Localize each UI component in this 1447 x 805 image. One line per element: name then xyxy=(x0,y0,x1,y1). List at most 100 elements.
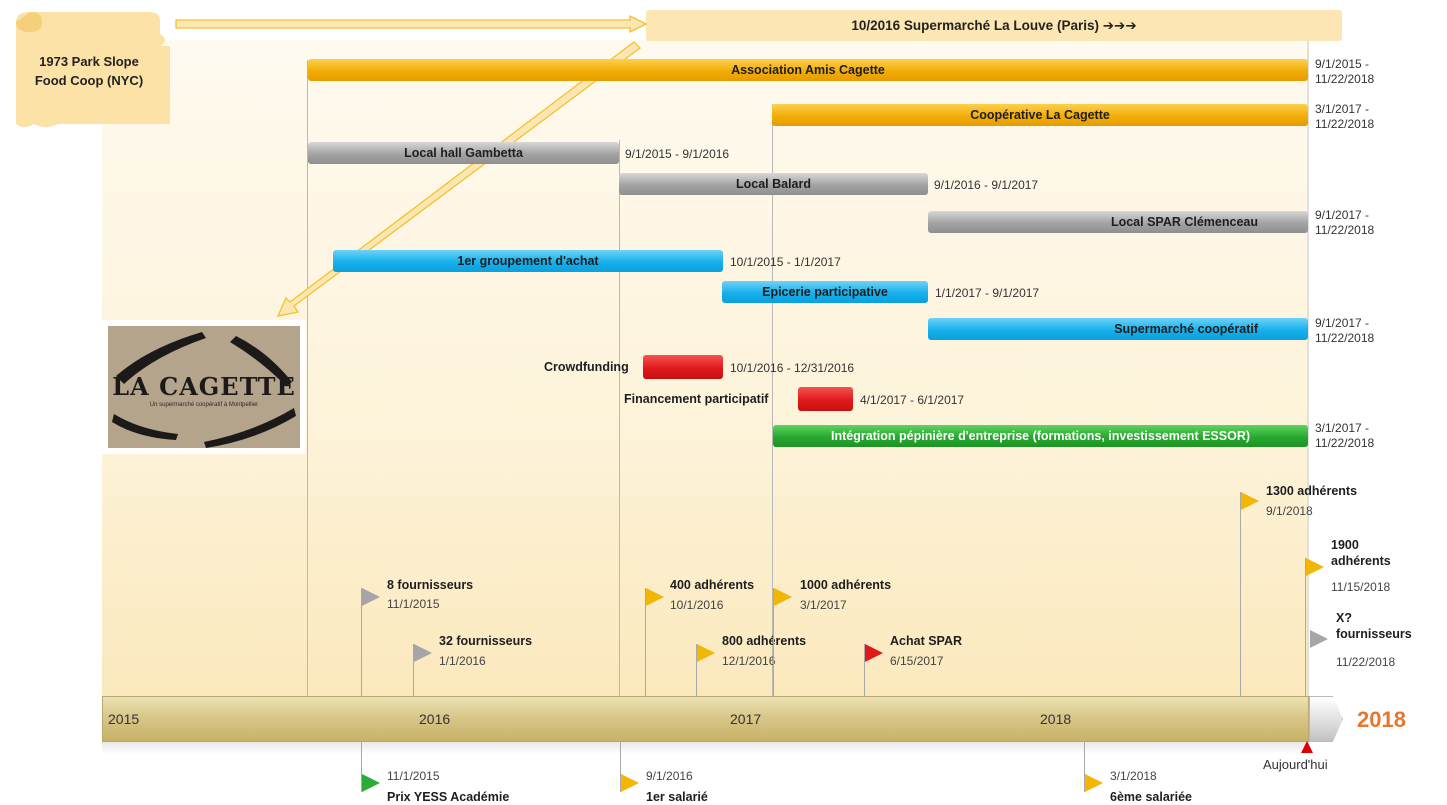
milestone-pole xyxy=(773,588,774,696)
flag-icon xyxy=(865,644,883,662)
milestone-title: 6ème salariée xyxy=(1110,790,1193,804)
today-marker-icon xyxy=(1301,741,1313,753)
today-line xyxy=(1307,30,1309,742)
milestone-date: 9/1/2018 xyxy=(1266,504,1313,518)
bar-label: Local Balard xyxy=(735,177,812,191)
milestone-pole xyxy=(1084,742,1085,792)
scroll-label-line: 1973 Park Slope xyxy=(39,54,139,69)
milestone-date: 12/1/2016 xyxy=(722,654,776,668)
milestone-title: 1000 adhérents xyxy=(800,578,892,592)
scroll-label: 1973 Park Slope Food Coop (NYC) xyxy=(14,52,164,90)
milestone-title: 8 fournisseurs xyxy=(387,578,474,592)
divider-line xyxy=(307,60,308,696)
bar-dates: 9/1/2015 -11/22/2018 xyxy=(1315,57,1375,86)
flag-icon xyxy=(362,774,380,792)
axis-year-label: 2015 xyxy=(108,711,140,727)
milestone-date: 10/1/2016 xyxy=(670,598,724,612)
milestone-date: 6/15/2017 xyxy=(890,654,944,668)
flag-icon xyxy=(1241,492,1259,510)
bar-cooperative-la-cagette: Coopérative La Cagette xyxy=(772,104,1308,126)
divider-line xyxy=(772,104,773,696)
bar-dates: 10/1/2015 - 1/1/2017 xyxy=(730,255,841,269)
milestone-pole xyxy=(361,742,362,792)
logo-image: LA CAGETTE Un supermarché coopératif à M… xyxy=(108,326,300,448)
bar-label: Local hall Gambetta xyxy=(404,146,523,160)
milestone-pole xyxy=(1305,558,1306,696)
bar-dates: 1/1/2017 - 9/1/2017 xyxy=(935,286,1040,300)
divider-line xyxy=(619,140,620,696)
milestone-title: Prix YESS Académie xyxy=(387,790,510,804)
bar-epicerie-participative: Epicerie participative xyxy=(722,281,928,303)
flag-icon xyxy=(621,774,639,792)
bar-dates: 3/1/2017 -11/22/2018 xyxy=(1315,102,1375,131)
milestone-pole xyxy=(645,588,646,696)
bar-dates: 9/1/2017 -11/22/2018 xyxy=(1315,316,1375,345)
axis-year-label: 2017 xyxy=(730,711,762,727)
axis-shadow xyxy=(102,742,1309,754)
bar-label: Intégration pépinière d'entreprise (form… xyxy=(830,429,1251,443)
timeline-axis xyxy=(102,696,1309,742)
flag-icon xyxy=(646,588,664,606)
bar-integration-pepiniere: Intégration pépinière d'entreprise (form… xyxy=(773,425,1308,447)
milestone-title: 1er salarié xyxy=(646,790,708,804)
milestone-date: 3/1/2018 xyxy=(1110,769,1157,783)
bar-dates: 10/1/2016 - 12/31/2016 xyxy=(730,361,855,375)
axis-year-label: 2018 xyxy=(1040,711,1072,727)
logo-subtitle: Un supermarché coopératif à Montpellier xyxy=(149,402,259,408)
bar-supermarche-cooperatif: Supermarché coopératif xyxy=(928,318,1308,340)
flag-icon xyxy=(1085,774,1103,792)
bar-label: Coopérative La Cagette xyxy=(970,108,1110,122)
bar-dates: 3/1/2017 -11/22/2018 xyxy=(1315,421,1375,450)
bar-local-spar-clemenceau: Local SPAR Clémenceau xyxy=(928,211,1308,233)
arrow-diagonal xyxy=(276,41,641,317)
milestone-date: 11/1/2015 xyxy=(387,769,440,783)
flag-icon xyxy=(1310,630,1328,648)
milestone-pole xyxy=(864,644,865,696)
scroll-shape xyxy=(16,12,170,127)
la-cagette-logo: LA CAGETTE Un supermarché coopératif à M… xyxy=(102,320,306,454)
milestone-date: 11/1/2015 xyxy=(387,597,440,611)
milestone-title: 400 adhérents xyxy=(670,578,755,592)
bar-label-crowdfunding: Crowdfunding xyxy=(544,360,629,374)
bar-crowdfunding xyxy=(643,355,723,379)
scroll-label-line: Food Coop (NYC) xyxy=(34,73,144,88)
bar-dates: 9/1/2017 -11/22/2018 xyxy=(1315,208,1375,237)
milestone-title: 1300 adhérents xyxy=(1266,484,1358,498)
milestone-date: 11/15/2018 xyxy=(1331,580,1391,594)
milestone-date: 9/1/2016 xyxy=(646,769,693,783)
arrow-right xyxy=(175,14,648,34)
milestone-pole xyxy=(413,644,414,696)
milestone-date: 3/1/2017 xyxy=(800,598,847,612)
logo-strokes xyxy=(112,332,296,448)
flag-icon xyxy=(362,588,380,606)
milestone-title: 800 adhérents xyxy=(722,634,807,648)
flag-icon xyxy=(697,644,715,662)
bar-financement-participatif xyxy=(798,387,853,411)
flag-icon xyxy=(774,588,792,606)
bar-local-hall-gambetta: Local hall Gambetta xyxy=(308,142,619,164)
axis-year-label: 2016 xyxy=(419,711,451,727)
bar-label: Local SPAR Clémenceau xyxy=(1110,215,1258,229)
bar-label: Supermarché coopératif xyxy=(1114,322,1258,336)
bar-dates: 4/1/2017 - 6/1/2017 xyxy=(860,393,965,407)
logo-title: LA CAGETTE xyxy=(112,372,296,401)
milestone-pole xyxy=(696,644,697,696)
bar-label-financement-participatif: Financement participatif xyxy=(624,392,769,406)
bar-local-balard: Local Balard xyxy=(619,173,928,195)
top-banner: 10/2016 Supermarché La Louve (Paris) ➔➔➔ xyxy=(646,10,1342,41)
today-label: Aujourd'hui xyxy=(1263,757,1328,772)
milestone-pole xyxy=(620,742,621,792)
milestone-date: 1/1/2016 xyxy=(439,654,486,668)
milestone-pole xyxy=(361,588,362,696)
flag-icon xyxy=(414,644,432,662)
current-year-label: 2018 xyxy=(1357,707,1406,732)
milestone-pole xyxy=(1240,492,1241,696)
bar-dates: 9/1/2016 - 9/1/2017 xyxy=(934,178,1039,192)
milestone-title: Achat SPAR xyxy=(890,634,963,648)
flag-icon xyxy=(1306,558,1324,576)
milestone-title: 32 fournisseurs xyxy=(439,634,533,648)
milestone-title: X?fournisseurs xyxy=(1336,611,1412,641)
